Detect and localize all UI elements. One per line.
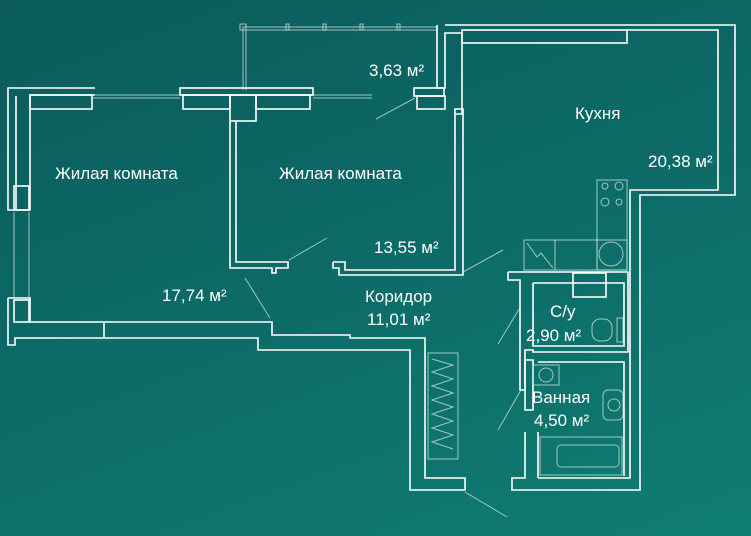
- room-area-bathroom: 4,50 м²: [534, 411, 590, 430]
- doors: [244, 97, 522, 518]
- room-area-wc: 2,90 м²: [526, 326, 582, 345]
- room-area-balcony: 3,63 м²: [369, 61, 425, 80]
- walls: [7, 24, 736, 491]
- room-name-bathroom: Ванная: [532, 388, 591, 407]
- room-area-living-1: 17,74 м²: [162, 286, 227, 305]
- room-name-corridor: Коридор: [365, 287, 433, 306]
- room-area-living-2: 13,55 м²: [374, 238, 439, 257]
- room-area-corridor: 11,01 м²: [367, 310, 431, 329]
- fixtures: [427, 179, 628, 476]
- room-area-kitchen: 20,38 м²: [648, 152, 713, 171]
- balcony: [239, 23, 437, 90]
- room-name-living-2: Жилая комната: [279, 164, 402, 183]
- room-name-kitchen: Кухня: [575, 104, 621, 123]
- room-name-wc: С/у: [550, 302, 576, 321]
- room-name-living-1: Жилая комната: [55, 164, 178, 183]
